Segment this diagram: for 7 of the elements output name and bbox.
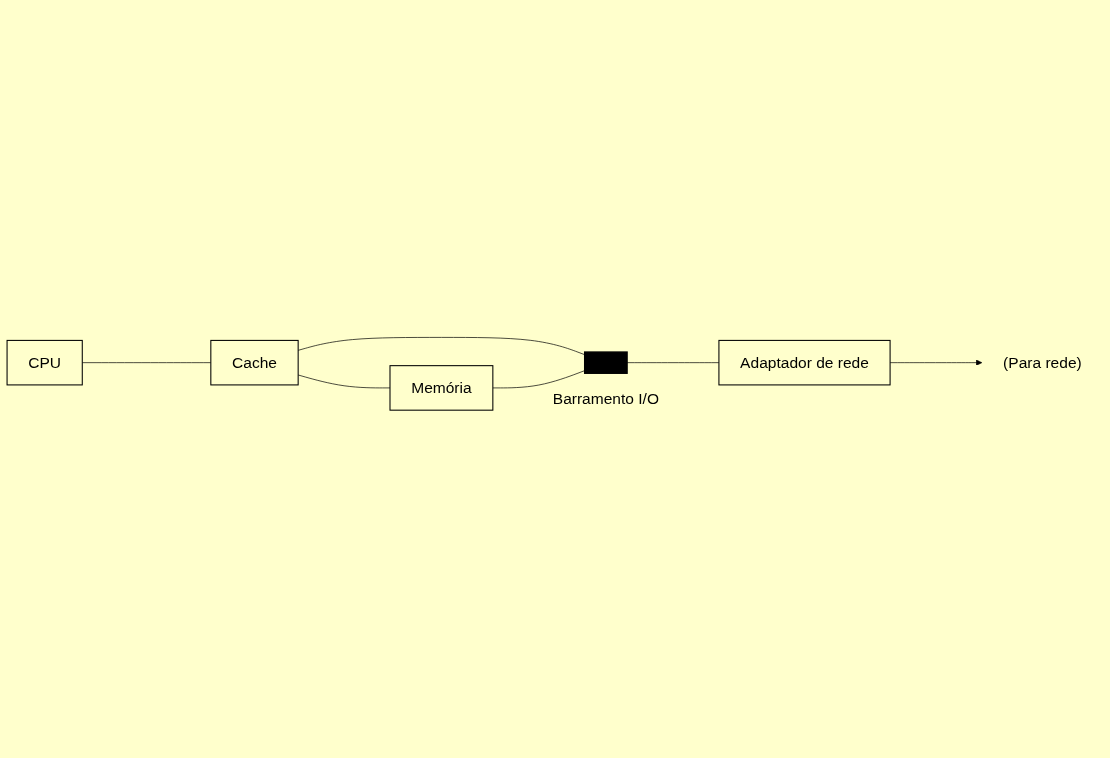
node-bar xyxy=(584,351,628,374)
node-box: Cache xyxy=(210,339,299,386)
node-box: Memória xyxy=(389,365,494,411)
node-box: Adaptador de rede xyxy=(718,339,891,386)
node-label: Barramento I/O xyxy=(552,389,660,408)
node-box: CPU xyxy=(6,339,83,386)
node-text: (Para rede) xyxy=(1003,353,1082,372)
